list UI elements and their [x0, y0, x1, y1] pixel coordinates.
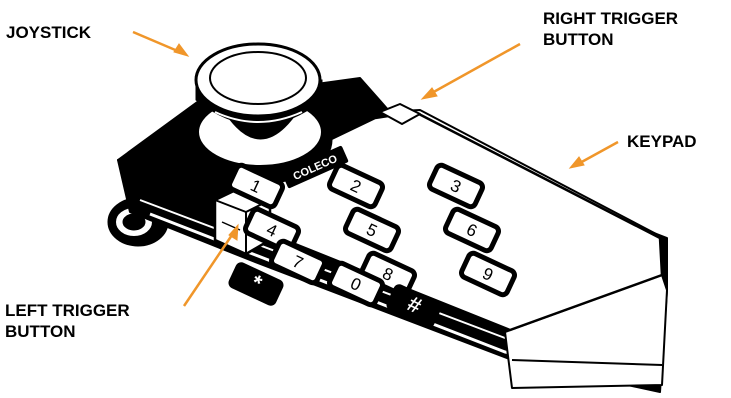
arrow-keypad — [568, 140, 619, 169]
callout-arrows — [132, 30, 619, 307]
key-cap — [442, 206, 502, 254]
arrow-right-trigger — [420, 42, 521, 100]
label-left-trigger-line1: LEFT TRIGGER — [5, 301, 130, 320]
label-right-trigger-line1: RIGHT TRIGGER — [543, 9, 679, 28]
key-star: * — [228, 262, 284, 306]
key-cap — [226, 162, 286, 210]
label-right-trigger-line2: BUTTON — [543, 30, 614, 49]
key-2: 2 — [326, 162, 386, 210]
label-keypad: KEYPAD — [627, 131, 697, 152]
key-cap — [426, 162, 486, 210]
key-cap — [326, 260, 386, 308]
controller-body — [107, 77, 668, 393]
label-keypad-text: KEYPAD — [627, 132, 697, 151]
key-7: 7 — [268, 238, 328, 286]
key-cap — [228, 262, 284, 306]
key-5: 5 — [342, 206, 402, 254]
label-left-trigger: LEFT TRIGGER BUTTON — [5, 300, 130, 342]
key-cap — [458, 250, 518, 298]
arrow-joystick — [132, 30, 190, 57]
key-cap — [326, 162, 386, 210]
key-0: 0 — [326, 260, 386, 308]
joystick — [187, 42, 333, 185]
key-3: 3 — [426, 162, 486, 210]
arrow-left-trigger — [182, 223, 239, 307]
key-cap — [342, 206, 402, 254]
key-cap — [268, 238, 328, 286]
label-left-trigger-line2: BUTTON — [5, 322, 76, 341]
label-right-trigger: RIGHT TRIGGER BUTTON — [543, 8, 678, 50]
key-6: 6 — [442, 206, 502, 254]
key-hash: # — [386, 284, 442, 328]
label-joystick: JOYSTICK — [6, 22, 91, 43]
key-cap — [386, 284, 442, 328]
label-joystick-text: JOYSTICK — [6, 23, 92, 42]
key-9: 9 — [458, 250, 518, 298]
key-1: 1 — [226, 162, 286, 210]
